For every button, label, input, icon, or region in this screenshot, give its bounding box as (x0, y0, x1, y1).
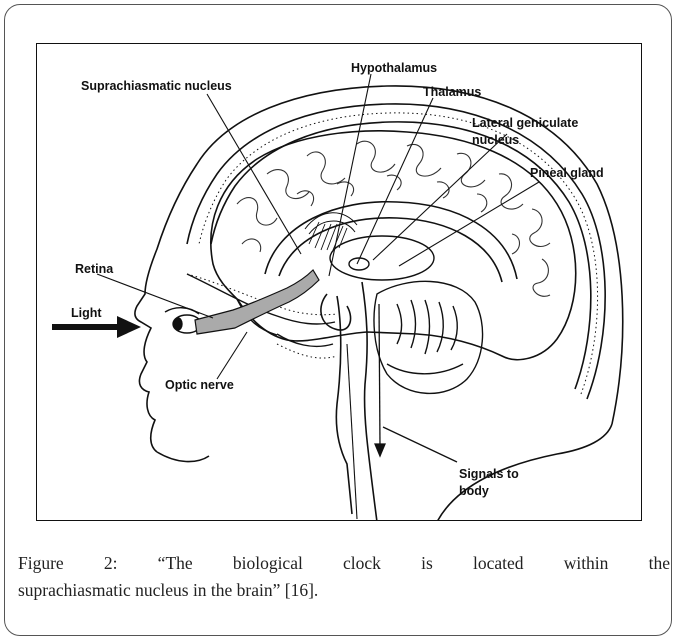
label-suprachiasmatic-nucleus: Suprachiasmatic nucleus (81, 79, 232, 93)
label-pineal-gland: Pineal gland (530, 166, 604, 180)
caption-line-2: suprachiasmatic nucleus in the brain” [1… (18, 577, 670, 604)
label-optic-nerve: Optic nerve (165, 378, 234, 392)
label-signals-to: Signals to (459, 467, 519, 481)
figure-caption: Figure 2: “The biological clock is locat… (18, 550, 670, 604)
caption-line-1: Figure 2: “The biological clock is locat… (18, 550, 670, 577)
label-lateral-geniculate: Lateral geniculate (472, 116, 578, 130)
brain-illustration: Suprachiasmatic nucleus Hypothalamus Tha… (37, 44, 642, 521)
brain-outline (211, 131, 576, 360)
label-thalamus: Thalamus (423, 85, 481, 99)
label-body: body (459, 484, 489, 498)
label-nucleus: nucleus (472, 133, 519, 147)
head-outline (135, 86, 623, 452)
brain-diagram: Suprachiasmatic nucleus Hypothalamus Tha… (36, 43, 642, 521)
brainstem (336, 296, 352, 514)
face-jaw (157, 452, 209, 462)
label-light: Light (71, 306, 102, 320)
skull-outer (187, 104, 605, 399)
label-retina: Retina (75, 262, 114, 276)
skull-inner (211, 122, 591, 389)
label-hypothalamus: Hypothalamus (351, 61, 437, 75)
